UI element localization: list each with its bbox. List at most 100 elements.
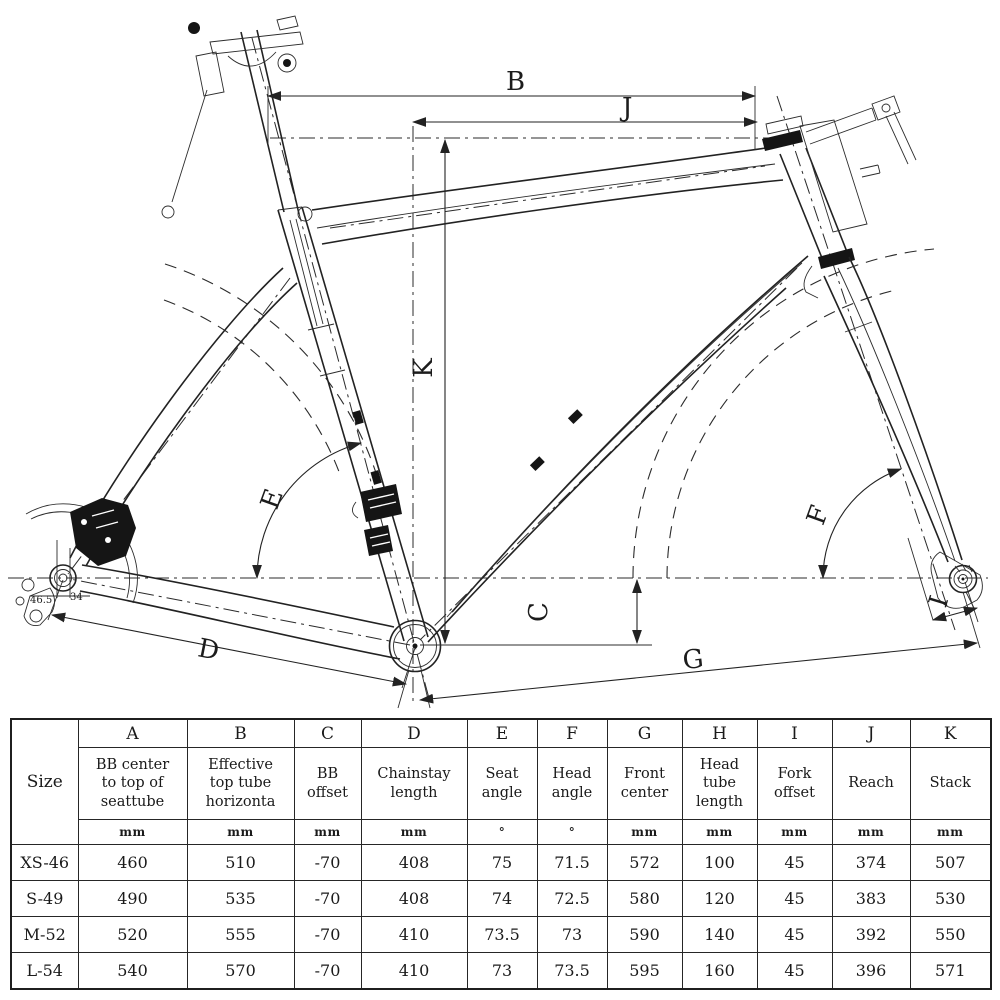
cell: 73.5 [536, 952, 608, 990]
cell: 160 [681, 952, 758, 990]
col-desc-B: Effective top tube horizonta [186, 747, 295, 820]
cell: 460 [77, 844, 188, 881]
col-desc-G: Front center [606, 747, 683, 820]
saddle-clamp [161, 15, 304, 219]
dimension-line-I [931, 606, 979, 622]
unit-H: mm [681, 819, 758, 845]
col-letter-J: J [831, 718, 911, 748]
col-desc-J: Reach [831, 747, 911, 820]
dimension-label-G: G [681, 644, 705, 676]
cell: 535 [186, 880, 295, 917]
cell: 540 [77, 952, 188, 990]
bottom-bracket [388, 619, 442, 709]
head-tube-assembly [762, 95, 917, 269]
column-description-row: BB center to top of seattube Effective t… [11, 747, 992, 820]
dimension-label-E: E [255, 485, 290, 513]
cell: 45 [756, 880, 833, 917]
centerlines [8, 37, 988, 703]
annotation-dropout-width: 46.5 [30, 595, 52, 606]
col-letter-G: G [606, 718, 683, 748]
rear-dropout [15, 498, 138, 627]
column-letter-row: Size A B C D E F G H I J K [10, 718, 992, 845]
cell: -70 [293, 880, 362, 917]
col-letter-D: D [360, 718, 468, 748]
cell: 580 [606, 880, 683, 917]
unit-J: mm [831, 819, 911, 845]
unit-K: mm [909, 819, 992, 845]
unit-I: mm [756, 819, 833, 845]
cell: 396 [831, 952, 911, 990]
dimension-label-C: C [524, 602, 554, 622]
cell: 45 [756, 916, 833, 953]
size-cell: S-49 [10, 880, 79, 917]
table-row-l54: L-54 540 570 -70 410 73 73.5 595 160 45 … [10, 952, 992, 990]
dimension-label-I: I [924, 592, 956, 611]
cell: 73 [536, 916, 608, 953]
unit-D: mm [360, 819, 468, 845]
col-desc-K: Stack [909, 747, 992, 820]
cell: 72.5 [536, 880, 608, 917]
unit-G: mm [606, 819, 683, 845]
col-letter-I: I [756, 718, 833, 748]
frame-tubes [15, 15, 983, 709]
cell: 410 [360, 952, 468, 990]
front-derailleur [352, 484, 402, 556]
cell: 555 [186, 916, 295, 953]
bottle-bosses [352, 409, 583, 485]
dimension-label-B: B [506, 67, 525, 97]
cell: 490 [77, 880, 188, 917]
unit-A: mm [77, 819, 188, 845]
cell: 595 [606, 952, 683, 990]
cell: 571 [909, 952, 992, 990]
cell: 73 [466, 952, 538, 990]
table-row-s49: S-49 490 535 -70 408 74 72.5 580 120 45 … [10, 880, 992, 917]
col-letter-B: B [186, 718, 295, 748]
units-row: mm mm mm mm ° ° mm mm mm mm mm [11, 819, 992, 845]
cell: 45 [756, 844, 833, 881]
col-desc-H: Head tube length [681, 747, 758, 820]
cell: 507 [909, 844, 992, 881]
dimension-label-J: J [619, 93, 632, 123]
cell: 75 [466, 844, 538, 881]
col-letter-C: C [293, 718, 362, 748]
cell: 408 [360, 880, 468, 917]
cell: 74 [466, 880, 538, 917]
cell: -70 [293, 844, 362, 881]
col-letter-H: H [681, 718, 758, 748]
annotation-hanger: 34 [70, 592, 83, 603]
size-cell: L-54 [10, 952, 79, 990]
col-desc-F: Head angle [536, 747, 608, 820]
unit-B: mm [186, 819, 295, 845]
dimension-arc-F [818, 468, 903, 580]
dimension-label-K: K [409, 358, 439, 378]
unit-F: ° [536, 819, 608, 845]
cell: 120 [681, 880, 758, 917]
table-row-xs46: XS-46 460 510 -70 408 75 71.5 572 100 45… [10, 844, 992, 881]
cell: 383 [831, 880, 911, 917]
dimension-label-D: D [195, 633, 221, 666]
cell: 572 [606, 844, 683, 881]
fork [803, 256, 963, 563]
bike-geometry-diagram: B J K C D G E F I 46.5 34 [8, 15, 988, 709]
cell: 140 [681, 916, 758, 953]
cell: 71.5 [536, 844, 608, 881]
cell: 530 [909, 880, 992, 917]
col-letter-F: F [536, 718, 608, 748]
cell: 590 [606, 916, 683, 953]
unit-E: ° [466, 819, 538, 845]
cell: 392 [831, 916, 911, 953]
col-letter-E: E [466, 718, 538, 748]
cell: 100 [681, 844, 758, 881]
cell: 520 [77, 916, 188, 953]
cell: 73.5 [466, 916, 538, 953]
cell: 374 [831, 844, 911, 881]
size-cell: XS-46 [10, 844, 79, 881]
col-desc-C: BB offset [293, 747, 362, 820]
cell: 45 [756, 952, 833, 990]
col-letter-K: K [909, 718, 992, 748]
cell: 510 [186, 844, 295, 881]
unit-C: mm [293, 819, 362, 845]
geometry-table-wrap: Size A B C D E F G H I J K BB center to … [10, 718, 992, 990]
col-desc-I: Fork offset [756, 747, 833, 820]
table-row-m52: M-52 520 555 -70 410 73.5 73 590 140 45 … [10, 916, 992, 953]
